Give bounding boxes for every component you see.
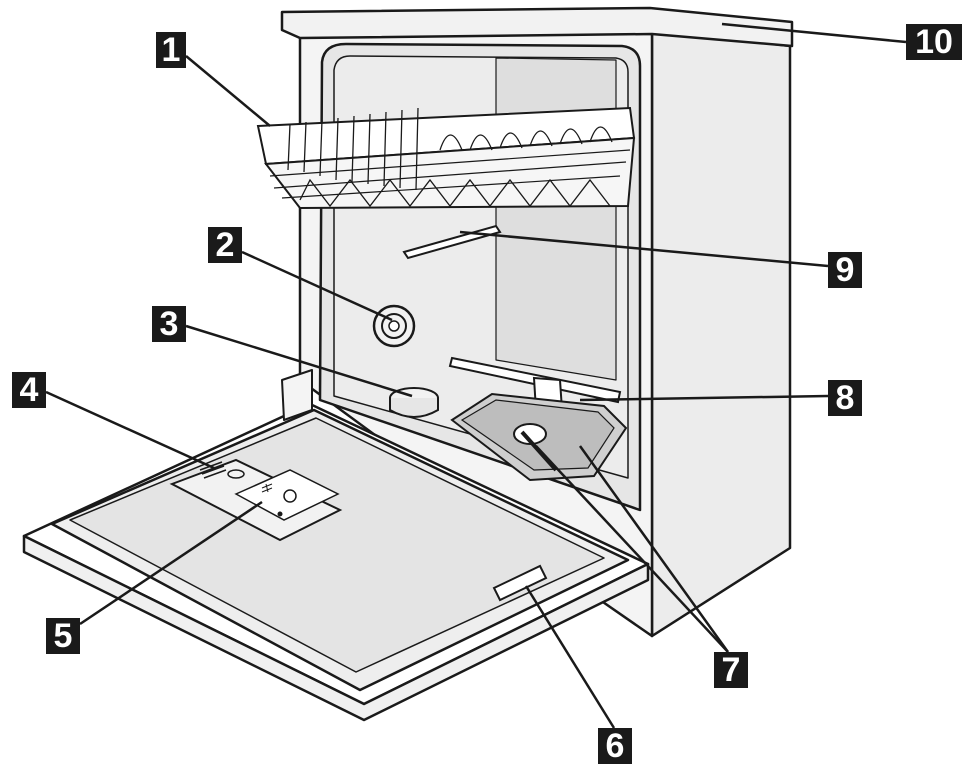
- leader-line-10: [721, 22, 907, 44]
- callout-6-rating-plate: 6: [598, 728, 632, 764]
- leader-line-6: [524, 585, 616, 729]
- leader-line-2: [241, 250, 393, 322]
- door-front-edge: [22, 534, 650, 722]
- callout-10-worktop: 10: [906, 24, 962, 60]
- rating-plate: [492, 564, 548, 602]
- leader-line-3: [185, 324, 413, 398]
- water-inlet-fitting: [372, 304, 416, 348]
- leader-line-5: [79, 500, 263, 626]
- leader-line-9: [459, 230, 829, 268]
- leader-line-8: [579, 394, 829, 402]
- filter-system: [450, 392, 628, 482]
- callout-7-filters: 7: [714, 652, 748, 688]
- detergent-dispenser: [169, 458, 343, 542]
- upper-basket: [256, 106, 636, 210]
- door-side-hinge: [281, 369, 313, 421]
- tub-back-wall: [495, 57, 617, 381]
- worktop: [280, 6, 794, 48]
- rinse-aid-indicator: [199, 461, 245, 479]
- callout-4-rinse-aid: 4: [12, 372, 46, 408]
- leader-line-4: [45, 390, 215, 470]
- leader-line-1: [185, 55, 271, 127]
- leader-line-7a: [535, 445, 729, 653]
- callout-8-lower-spray-arm: 8: [828, 380, 862, 416]
- leader-line-7b: [578, 445, 730, 653]
- callout-9-upper-spray-arm: 9: [828, 252, 862, 288]
- callout-3-salt-container: 3: [152, 306, 186, 342]
- cabinet-side-panel: [650, 28, 792, 638]
- callout-1-upper-basket: 1: [156, 32, 186, 68]
- callout-2-inlet: 2: [208, 227, 242, 263]
- callout-5-detergent-dispenser: 5: [46, 618, 80, 654]
